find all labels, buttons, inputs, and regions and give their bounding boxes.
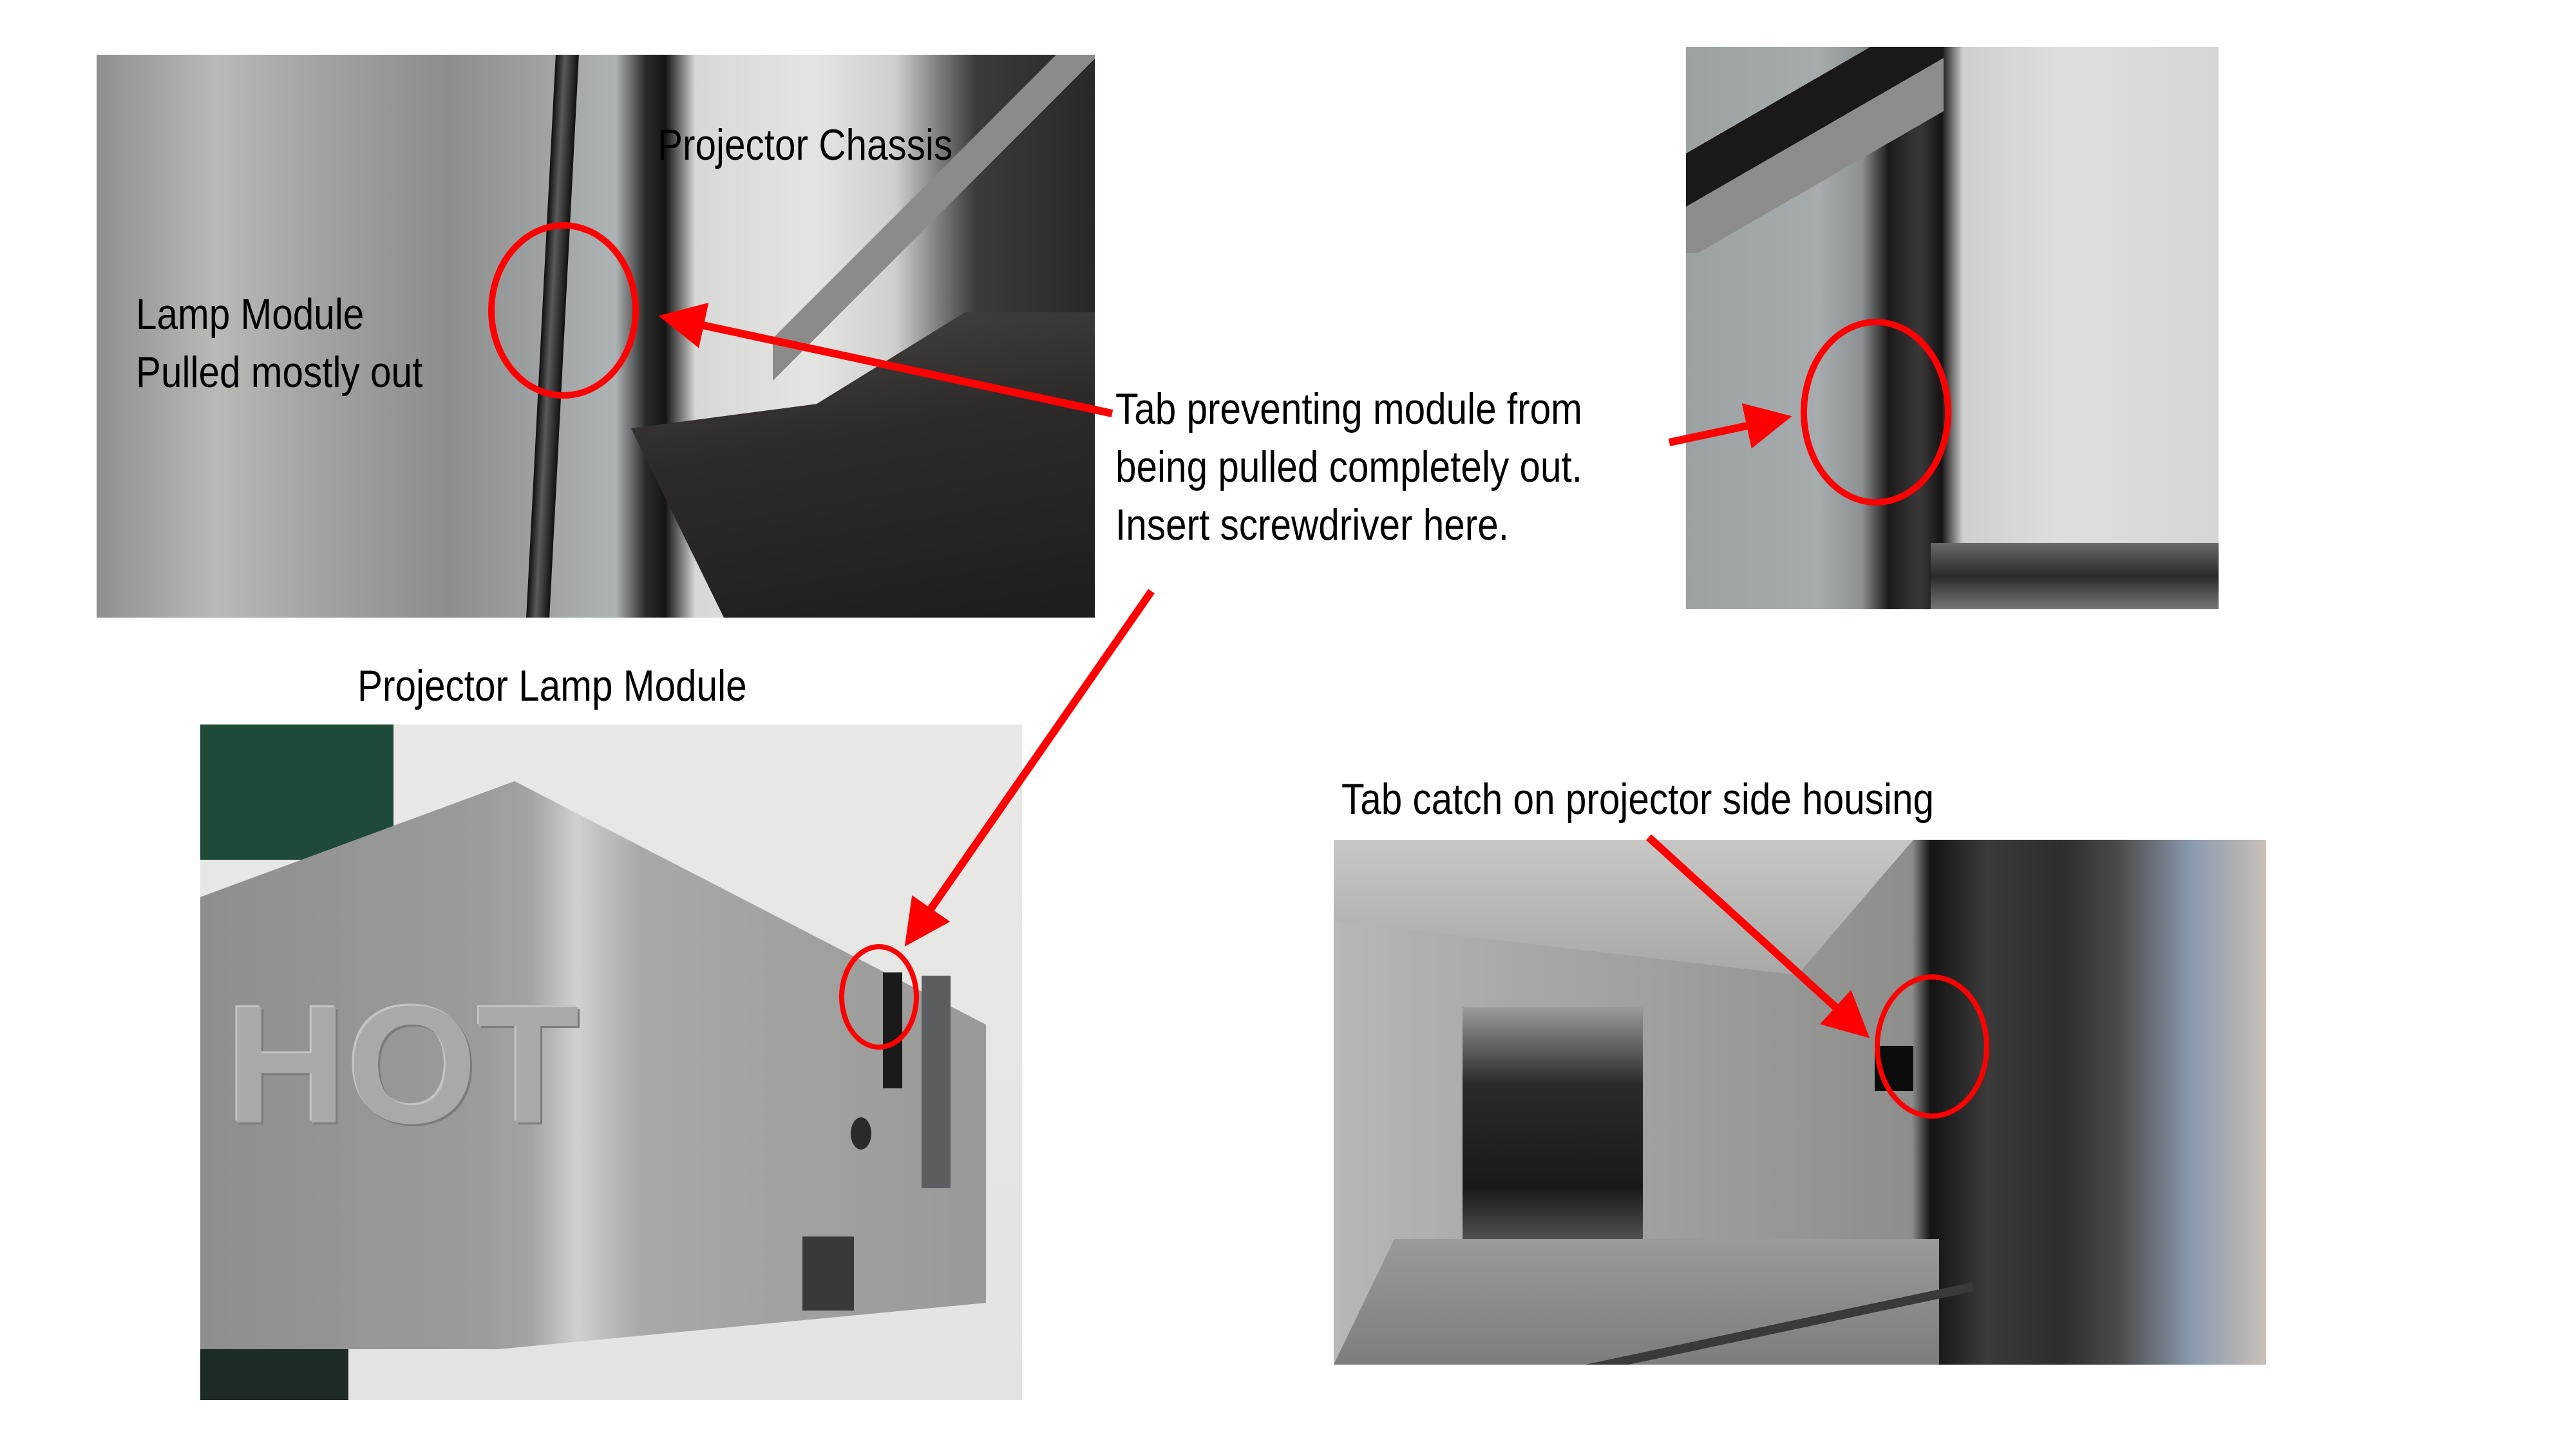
callout-tab-instructions: Tab preventing module from being pulled … bbox=[1115, 380, 1582, 554]
module-edge bbox=[1686, 47, 1944, 253]
module-gap bbox=[526, 55, 579, 618]
callout-line: Tab preventing module from bbox=[1115, 384, 1582, 433]
label-tab-catch-housing: Tab catch on projector side housing bbox=[1341, 775, 1935, 824]
lamp-cavity bbox=[1463, 1007, 1643, 1265]
label-projector-chassis: Projector Chassis bbox=[658, 120, 953, 169]
housing-roof bbox=[1334, 840, 1913, 975]
cutting-mat bbox=[200, 724, 393, 860]
tab-slot bbox=[883, 972, 902, 1088]
callout-line: being pulled completely out. bbox=[1115, 442, 1582, 491]
label-lamp-module-pulled-out: Lamp Module Pulled mostly out bbox=[136, 285, 422, 401]
label-line: Pulled mostly out bbox=[136, 348, 423, 397]
label-projector-lamp-module: Projector Lamp Module bbox=[357, 661, 747, 710]
module-clip bbox=[802, 1236, 854, 1311]
lens-window bbox=[922, 976, 951, 1188]
chassis-shadow bbox=[1931, 543, 2219, 609]
photo-projector-side-housing bbox=[1334, 840, 2266, 1365]
photo-tab-closeup bbox=[1686, 47, 2219, 609]
screw-hole bbox=[851, 1117, 871, 1150]
callout-line: Insert screwdriver here. bbox=[1115, 500, 1509, 549]
housing-floor bbox=[1334, 1239, 1939, 1365]
photo-projector-lamp-module: HOT bbox=[200, 724, 1022, 1400]
label-line: Lamp Module bbox=[136, 290, 365, 339]
tab-catch bbox=[1875, 1046, 1913, 1091]
hot-embossed-text: HOT bbox=[226, 972, 580, 1159]
